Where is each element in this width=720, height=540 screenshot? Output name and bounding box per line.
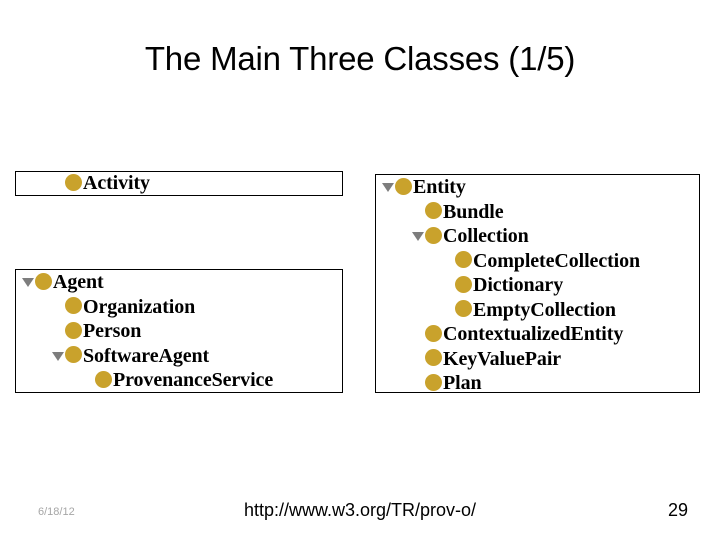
tree-row-content: Organization	[16, 295, 195, 320]
triangle-down-icon[interactable]	[412, 224, 425, 249]
tree-node-label: Bundle	[443, 200, 504, 223]
footer-page-number: 29	[667, 500, 688, 520]
triangle-down-icon[interactable]	[22, 270, 35, 295]
twisty-spacer	[412, 371, 425, 392]
class-circle-icon	[455, 300, 472, 318]
tree-node-label: Agent	[53, 271, 104, 293]
footer-date: 6/18/12	[38, 506, 75, 518]
tree-row-content: Plan	[376, 371, 482, 393]
tree-row-content: EmptyCollection	[376, 298, 616, 323]
tree-row[interactable]: CompleteCollection	[376, 249, 699, 274]
tree-node-label: Person	[83, 320, 142, 342]
twisty-spacer	[442, 273, 455, 298]
tree-row-content: ProvenanceService	[16, 368, 274, 392]
tree-node-label: CompleteCollection	[473, 249, 641, 272]
tree-node-label: Plan	[443, 372, 482, 393]
tree-node-label: Collection	[443, 225, 529, 247]
tree-node-label: EmptyCollection	[473, 298, 616, 321]
tree-row[interactable]: EmptyCollection	[376, 298, 699, 323]
tree-row[interactable]: Plan	[376, 371, 699, 393]
class-circle-icon	[425, 202, 442, 220]
class-circle-icon	[425, 373, 442, 391]
tree-node-label: Entity	[413, 176, 466, 198]
class-circle-icon	[95, 370, 112, 388]
tree-row[interactable]: Activity	[16, 172, 342, 194]
twisty-spacer	[412, 347, 425, 372]
tree-node-label: Activity	[83, 172, 150, 194]
tree-row-content: Dictionary	[376, 273, 563, 298]
tree-row[interactable]: Agent	[16, 270, 342, 295]
footer-url[interactable]: http://www.w3.org/TR/prov-o/	[243, 500, 477, 520]
twisty-spacer	[52, 319, 65, 344]
tree-row-content: SoftwareAgent	[16, 344, 209, 369]
tree-row-content: Agent	[16, 270, 104, 295]
tree-node-label: SoftwareAgent	[83, 344, 210, 367]
tree-node-label: ProvenanceService	[113, 369, 274, 391]
activity-tree-panel: Activity	[15, 171, 343, 196]
tree-row-content: Bundle	[376, 200, 504, 225]
tree-row-content: Person	[16, 319, 141, 344]
class-circle-icon	[425, 324, 442, 342]
triangle-down-icon[interactable]	[52, 344, 65, 369]
tree-row-content: Activity	[16, 172, 150, 195]
twisty-spacer	[412, 200, 425, 225]
tree-row-content: ContextualizedEntity	[376, 322, 623, 347]
class-circle-icon	[65, 173, 82, 191]
tree-row-content: CompleteCollection	[376, 249, 640, 274]
twisty-spacer	[52, 172, 65, 195]
class-circle-icon	[455, 251, 472, 269]
class-circle-icon	[425, 349, 442, 367]
tree-row[interactable]: KeyValuePair	[376, 347, 699, 372]
class-circle-icon	[65, 346, 82, 364]
class-circle-icon	[35, 272, 52, 290]
page-title: The Main Three Classes (1/5)	[144, 40, 576, 77]
tree-row[interactable]: Organization	[16, 295, 342, 320]
tree-node-label: Organization	[83, 295, 196, 318]
triangle-down-icon[interactable]	[382, 175, 395, 200]
tree-row[interactable]: Dictionary	[376, 273, 699, 298]
twisty-spacer	[442, 298, 455, 323]
class-circle-icon	[455, 275, 472, 293]
twisty-spacer	[52, 295, 65, 320]
twisty-spacer	[412, 322, 425, 347]
class-circle-icon	[395, 177, 412, 195]
twisty-spacer	[82, 368, 95, 392]
tree-row-content: KeyValuePair	[376, 347, 561, 372]
tree-row[interactable]: Bundle	[376, 200, 699, 225]
class-circle-icon	[65, 321, 82, 339]
tree-row-content: Entity	[376, 175, 466, 200]
class-circle-icon	[65, 297, 82, 315]
tree-row[interactable]: Collection	[376, 224, 699, 249]
twisty-spacer	[442, 249, 455, 274]
tree-row[interactable]: Person	[16, 319, 342, 344]
tree-node-label: ContextualizedEntity	[443, 323, 624, 345]
tree-row[interactable]: SoftwareAgent	[16, 344, 342, 369]
tree-node-label: KeyValuePair	[443, 347, 562, 370]
class-circle-icon	[425, 226, 442, 244]
tree-node-label: Dictionary	[473, 274, 564, 296]
tree-row[interactable]: Entity	[376, 175, 699, 200]
tree-row-content: Collection	[376, 224, 529, 249]
tree-row[interactable]: ContextualizedEntity	[376, 322, 699, 347]
tree-row[interactable]: ProvenanceService	[16, 368, 342, 392]
